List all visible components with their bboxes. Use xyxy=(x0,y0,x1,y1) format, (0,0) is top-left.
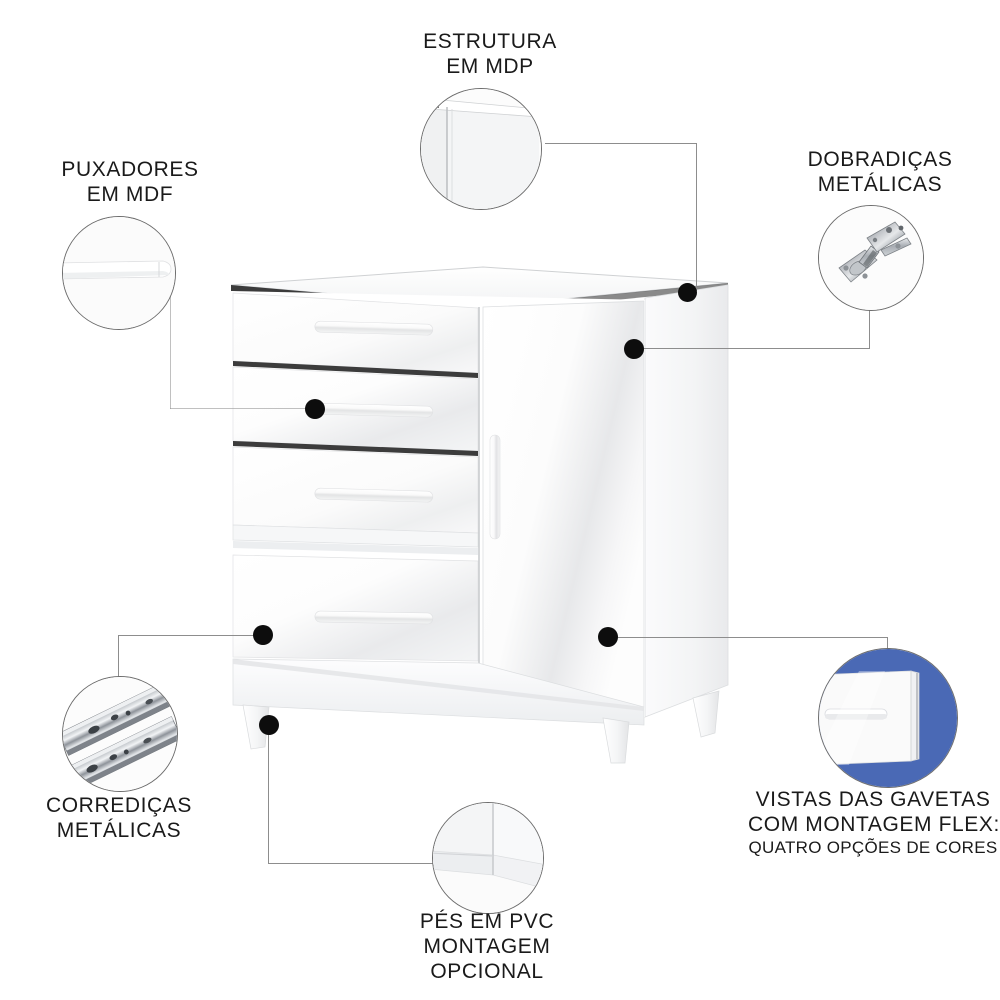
drawer-handle-4 xyxy=(314,610,434,625)
dot-vistas[interactable] xyxy=(598,627,618,647)
dot-dobradicas[interactable] xyxy=(624,339,644,359)
dot-pes[interactable] xyxy=(259,715,279,735)
label-line: MONTAGEM xyxy=(423,934,551,958)
label-line: COM MONTAGEM FLEX: xyxy=(748,812,1000,836)
door-handle xyxy=(489,434,501,540)
foot-right xyxy=(692,690,720,738)
label-corredicas-metalicas: CORREDIÇAS METÁLICAS xyxy=(18,794,220,844)
label-line: EM MDF xyxy=(86,182,174,206)
detail-bubble-puxadores xyxy=(62,216,176,330)
label-puxadores-em-mdf: PUXADORES EM MDF xyxy=(20,158,240,208)
drawer-handle-1 xyxy=(314,320,434,336)
detail-bubble-dobradicas xyxy=(818,205,924,311)
connector-estrutura-h xyxy=(545,143,697,144)
label-line: PUXADORES xyxy=(61,158,199,181)
detail-bubble-estrutura xyxy=(420,88,542,210)
dot-estrutura[interactable] xyxy=(678,283,697,302)
connector-puxadores-h xyxy=(170,408,318,409)
label-line: ESTRUTURA xyxy=(423,30,557,53)
label-line: EM MDP xyxy=(446,54,534,78)
metal-hinge-art xyxy=(819,206,923,310)
furniture-drawing xyxy=(230,266,729,764)
detail-bubble-corredicas xyxy=(62,676,178,792)
foot-center xyxy=(602,717,630,764)
label-dobradicas-metalicas: DOBRADIÇAS METÁLICAS xyxy=(760,148,1000,198)
connector-dobradicas-h xyxy=(637,348,870,349)
label-line: METÁLICAS xyxy=(817,172,943,196)
drawer-front-blue-art xyxy=(819,649,957,787)
label-line: VISTAS DAS GAVETAS xyxy=(755,788,991,811)
connector-vistas-h xyxy=(608,637,888,638)
connector-pes-h xyxy=(268,863,434,864)
connector-estrutura-v xyxy=(696,143,697,291)
dot-corredicas[interactable] xyxy=(253,625,273,645)
label-line: OPCIONAL xyxy=(430,959,544,983)
drawer-slides-art xyxy=(63,677,177,791)
connector-pes-v xyxy=(268,725,269,864)
product-illustration xyxy=(225,255,735,775)
label-line: CORREDIÇAS xyxy=(45,794,193,817)
connector-corredicas-h xyxy=(118,635,265,636)
detail-bubble-pes xyxy=(432,802,544,914)
connector-puxadores-v xyxy=(170,290,171,409)
label-sub-line: QUATRO OPÇÕES DE CORES xyxy=(748,837,998,857)
label-line: METÁLICAS xyxy=(56,818,182,842)
label-line: PÉS EM PVC xyxy=(419,910,555,933)
label-line: DOBRADIÇAS xyxy=(807,148,953,171)
label-vistas-das-gavetas: VISTAS DAS GAVETAS COM MONTAGEM FLEX: QU… xyxy=(748,788,1000,858)
connector-dobradicas-v xyxy=(869,310,870,349)
label-pes-em-pvc: PÉS EM PVC MONTAGEM OPCIONAL xyxy=(387,910,587,984)
detail-bubble-vistas xyxy=(818,648,958,788)
pvc-foot-art xyxy=(433,803,543,913)
handle-bar-art xyxy=(63,217,175,329)
drawer-handle-3 xyxy=(314,487,434,503)
label-estrutura-em-mdp: ESTRUTURA EM MDP xyxy=(380,30,600,80)
mdp-panel-art xyxy=(421,89,541,209)
connector-corredicas-v xyxy=(118,635,119,679)
dot-puxadores[interactable] xyxy=(305,399,325,419)
